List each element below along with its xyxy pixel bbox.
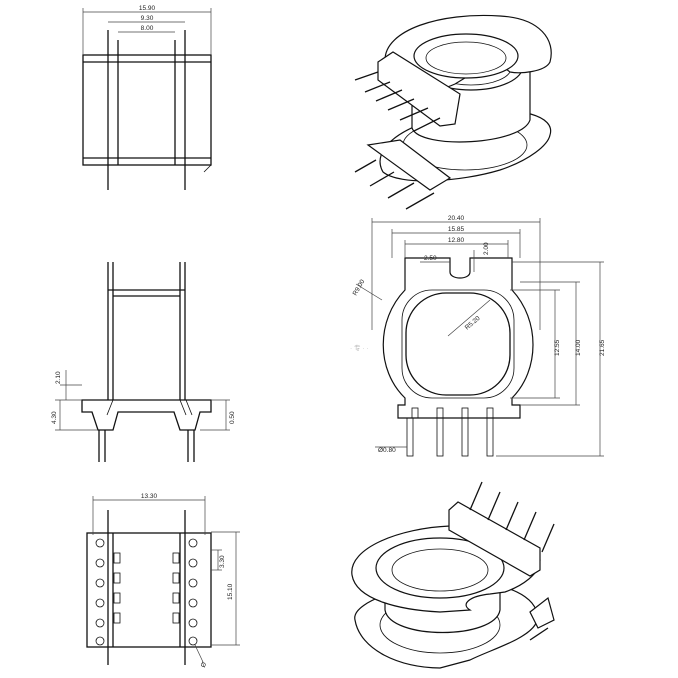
isometric-view-upper	[354, 14, 552, 210]
front-core-width: 12.80	[448, 237, 465, 244]
bottom-view: 13.30 3.30 15.10 Ø	[86, 493, 240, 669]
side-base-height: 4.30	[51, 411, 58, 424]
top-slot-width: 8.00	[141, 25, 154, 32]
front-core-height: 14.00	[575, 339, 582, 356]
lower-pins	[354, 139, 452, 210]
bottom-pin-pitch: 3.30	[219, 555, 226, 568]
front-window-height: 12.55	[554, 339, 561, 356]
bottom-pin-span: 15.10	[227, 583, 234, 600]
isometric-view-lower	[351, 481, 555, 669]
watermark-fragment: · 专 · ·	[350, 343, 368, 352]
front-notch-width: 2.50	[424, 255, 437, 262]
side-pin-offset: 0.50	[229, 411, 236, 424]
left-pin-holes	[95, 538, 121, 646]
front-mid-width: 15.85	[448, 226, 465, 233]
top-view: 15.90 9.30 8.00	[82, 5, 212, 190]
bottom-pin-row-spacing: 13.30	[141, 493, 158, 500]
bottom-hole-label: Ø	[200, 661, 209, 669]
front-overall-height: 21.65	[599, 339, 606, 356]
front-view: 20.40 15.85 12.80 2.50 2.00 R9.00 R5.20 …	[350, 215, 606, 457]
front-outer-width: 20.40	[448, 215, 465, 222]
side-flange-height: 2.10	[55, 371, 62, 384]
front-flange-radius: R9.00	[352, 278, 367, 297]
front-pins	[406, 407, 494, 457]
front-notch-depth: 2.00	[483, 242, 490, 255]
side-view: 2.10 4.30 0.50	[51, 262, 236, 462]
right-pin-holes	[172, 538, 198, 646]
upper-pins	[354, 71, 441, 132]
top-overall-width: 15.90	[139, 5, 156, 12]
top-inner-width: 9.30	[141, 15, 154, 22]
lower-iso-pins	[469, 481, 555, 641]
front-pin-diameter: Ø0.80	[378, 447, 396, 454]
